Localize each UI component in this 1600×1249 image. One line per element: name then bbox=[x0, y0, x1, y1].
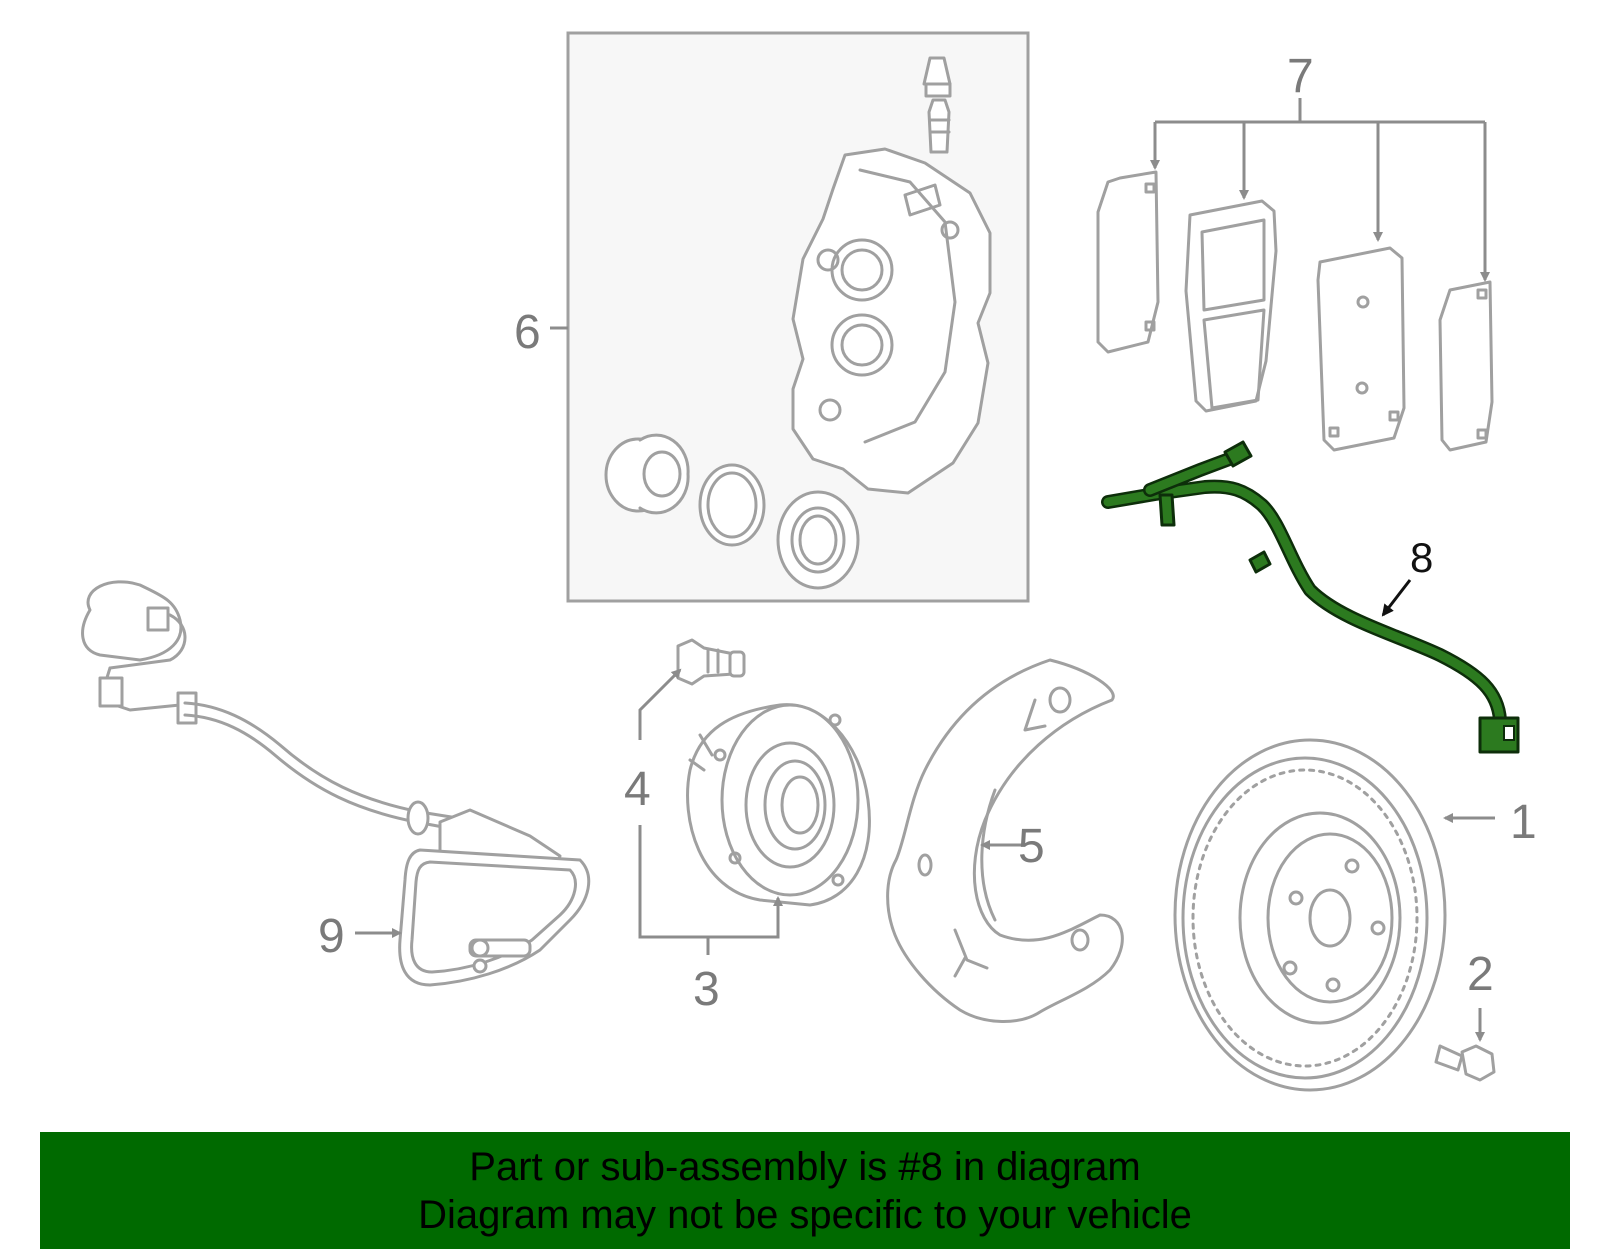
callout-5: 5 bbox=[1018, 820, 1045, 873]
callout-1: 1 bbox=[1510, 796, 1537, 849]
part-4-wheel-stud[interactable] bbox=[676, 638, 746, 686]
part-3-hub-bearing[interactable] bbox=[686, 703, 871, 907]
callout-8: 8 bbox=[1410, 534, 1433, 581]
banner-line-2: Diagram may not be specific to your vehi… bbox=[418, 1192, 1192, 1237]
info-banner: Part or sub-assembly is #8 in diagram Di… bbox=[40, 1132, 1570, 1249]
part-6-caliper-group[interactable] bbox=[566, 31, 1030, 603]
callout-6: 6 bbox=[514, 306, 541, 359]
part-1-brake-rotor[interactable] bbox=[1173, 738, 1447, 1092]
callout-3: 3 bbox=[693, 963, 720, 1016]
leader-3-4 bbox=[638, 668, 783, 955]
callout-9: 9 bbox=[318, 910, 345, 963]
part-8-wear-sensor-harness[interactable] bbox=[1101, 440, 1520, 754]
part-9-wheel-speed-sensor[interactable] bbox=[81, 580, 591, 987]
part-7-brake-pads-group[interactable] bbox=[1096, 170, 1494, 452]
part-2-rotor-screw[interactable] bbox=[1434, 1044, 1496, 1082]
callout-7: 7 bbox=[1287, 50, 1314, 103]
leader-7 bbox=[1150, 98, 1490, 282]
leader-8 bbox=[1381, 579, 1412, 617]
banner-line-1: Part or sub-assembly is #8 in diagram bbox=[469, 1144, 1141, 1189]
callout-2: 2 bbox=[1467, 948, 1494, 1001]
part-5-splash-shield[interactable] bbox=[886, 658, 1124, 1023]
callout-4: 4 bbox=[624, 763, 651, 816]
